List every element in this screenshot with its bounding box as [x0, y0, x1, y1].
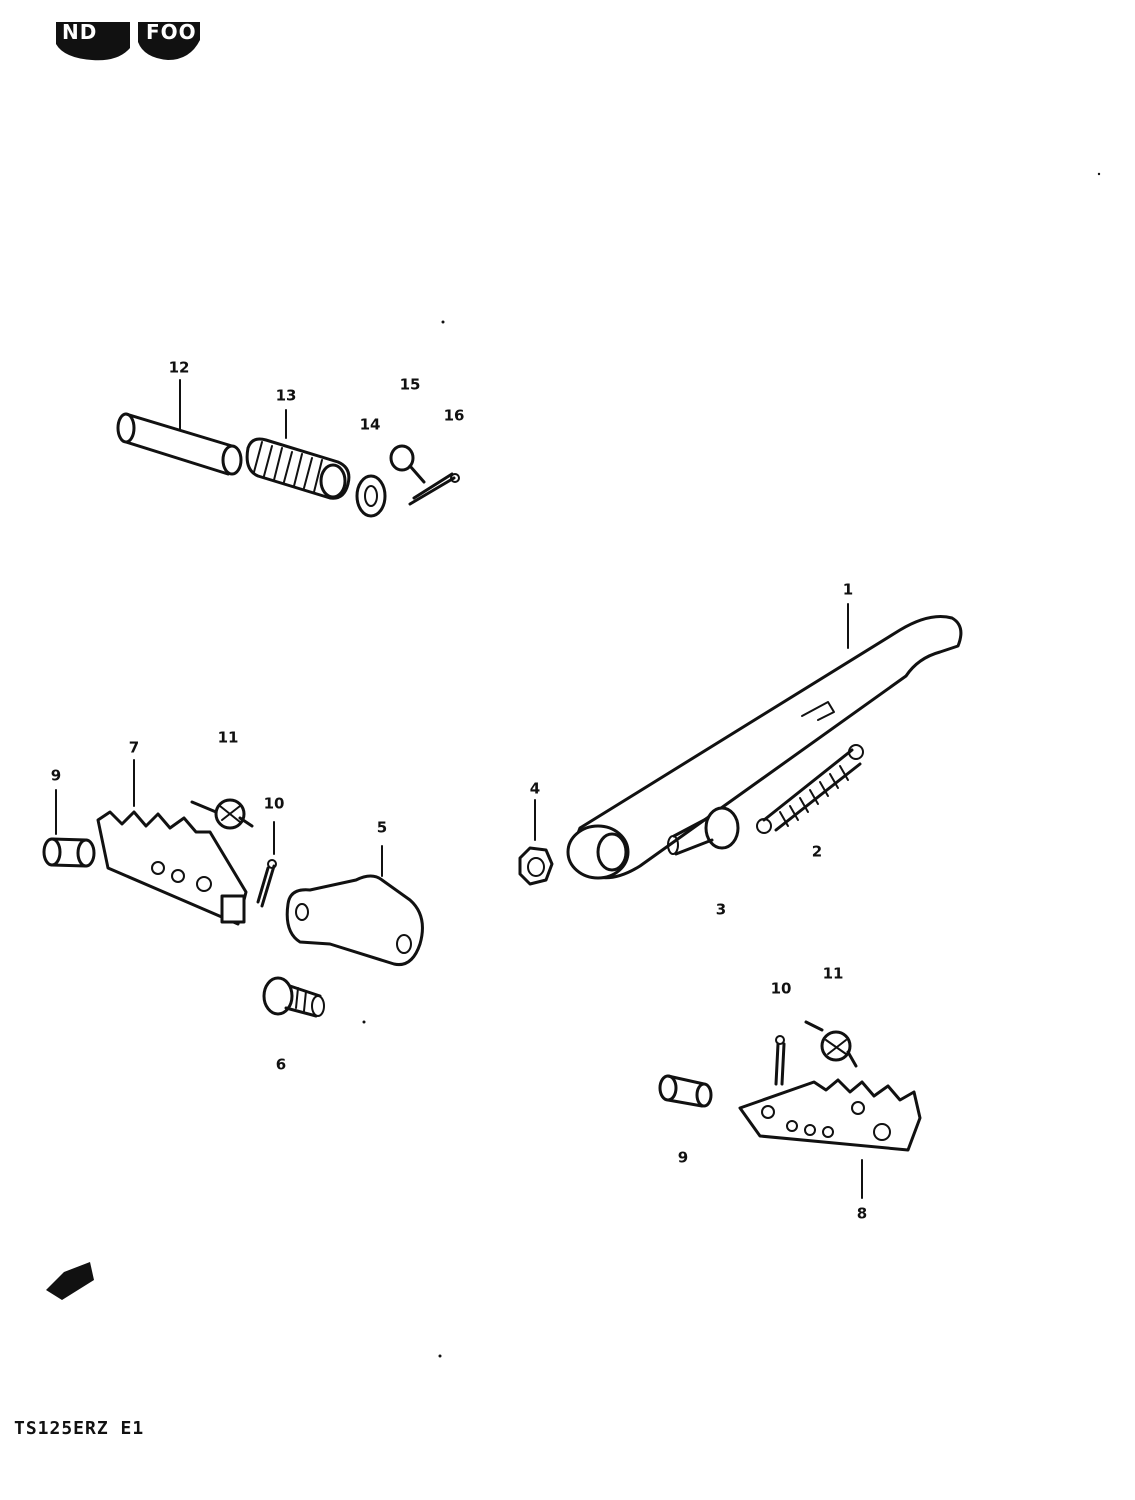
- callout-9-left: 9: [50, 766, 62, 785]
- part-6-bolt: [262, 976, 325, 1018]
- model-code: TS125ERZ E1: [14, 1418, 145, 1439]
- callout-16: 16: [443, 406, 465, 425]
- callout-12: 12: [168, 358, 190, 377]
- callout-5: 5: [376, 818, 388, 837]
- part-10-cotter-right: [774, 1035, 786, 1086]
- part-5-bracket: [285, 845, 424, 967]
- header-badge: [56, 22, 200, 61]
- callout-7: 7: [128, 738, 140, 757]
- header-title-fragment-1: ND: [62, 20, 98, 44]
- callout-10-left: 10: [263, 794, 285, 813]
- callout-3: 3: [715, 900, 727, 919]
- part-12-pivot-pin: [116, 379, 243, 476]
- part-10-cotter-left: [256, 821, 277, 908]
- part-16-cotter-pin: [408, 472, 460, 506]
- part-1-side-stand: [566, 603, 963, 880]
- part-9-pin-right: [658, 1074, 713, 1108]
- part-4-nut: [518, 799, 554, 886]
- part-8-footrest-right: [738, 1078, 922, 1199]
- part-15-clip: [389, 444, 426, 484]
- callout-2: 2: [811, 842, 823, 861]
- callout-6: 6: [275, 1055, 287, 1074]
- callout-8: 8: [856, 1204, 868, 1223]
- part-11-spring-left: [190, 798, 254, 830]
- header-title-fragment-2: FOO: [146, 20, 197, 44]
- callout-15: 15: [399, 375, 421, 394]
- part-9-pin-left: [42, 789, 96, 868]
- callout-14: 14: [359, 415, 381, 434]
- front-arrow-icon: [46, 1262, 94, 1300]
- part-3-bolt: [667, 806, 740, 856]
- part-13-spring: [245, 409, 351, 500]
- part-7-footrest-left: [96, 759, 248, 926]
- callout-11-left: 11: [217, 728, 239, 747]
- callout-1: 1: [842, 580, 854, 599]
- callout-11-right: 11: [822, 964, 844, 983]
- callout-9-right: 9: [677, 1148, 689, 1167]
- callout-10-right: 10: [770, 979, 792, 998]
- scan-specks: [362, 172, 1101, 1358]
- callout-4: 4: [529, 779, 541, 798]
- callout-13: 13: [275, 386, 297, 405]
- part-14-washer: [355, 474, 387, 518]
- part-11-spring-right: [804, 1020, 858, 1068]
- part-2-stand-spring: [756, 744, 864, 834]
